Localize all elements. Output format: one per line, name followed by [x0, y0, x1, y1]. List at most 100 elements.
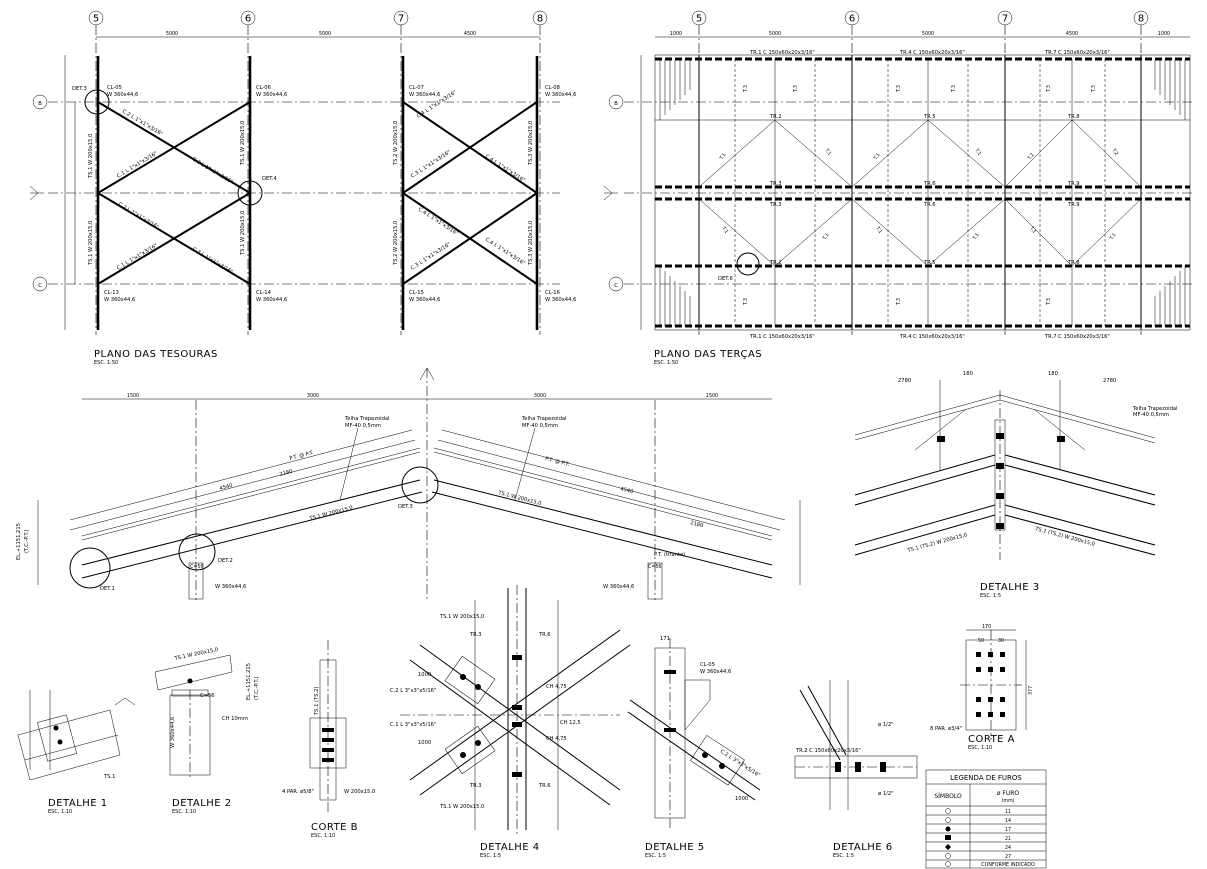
rod-label: T.1 [971, 232, 980, 242]
rod-label: T.3 [1091, 85, 1097, 93]
overhang-dim: 1000 [670, 31, 682, 37]
bracing-label: C.3 L 1"x1"x3/16" [191, 157, 234, 186]
view-title: DETALHE 6 [833, 842, 893, 853]
legend-title: LEGENDA DE FUROS [950, 774, 1022, 782]
column-section: W 360x44,6 [107, 92, 138, 98]
legend-row: 21 [1005, 836, 1011, 842]
d2-level: EL.+1151,215 [246, 663, 252, 700]
section-a: 170 50 30 377 8 PAR. ø3/4" CORTE A ESC. … [930, 624, 1034, 751]
ca-dim: 30 [998, 638, 1004, 644]
bracing-label: C.4 L 1"x1"x3/16" [484, 154, 526, 184]
column-label: CL-06 [256, 85, 271, 91]
purlin-label: TR.9 [1067, 181, 1080, 187]
det4-marker: DET.4 [262, 176, 277, 182]
purlin-label: TR.7 C 150x60x20x3/16" [1044, 334, 1110, 340]
truss-label: TS.2 W 200x15,0 [393, 121, 399, 166]
hole-symbol-icon [945, 861, 951, 867]
det2-marker: DET.2 [218, 558, 233, 564]
view-title: DETALHE 1 [48, 798, 108, 809]
det6-marker: DET.6 [718, 276, 733, 282]
view-scale: ESC. 1:5 [480, 853, 501, 859]
purlin-plan: 5 6 7 8 B C 1000 5000 5000 4500 1000 [603, 10, 1195, 366]
grid-axis-6: 6 [245, 14, 251, 25]
det1-marker: DET.1 [100, 586, 115, 592]
rod-label: T.2 [1026, 152, 1035, 162]
d3-dim: 180 [963, 371, 973, 377]
purlin-label: TR.8 [1067, 260, 1080, 266]
cb-bolts: 4 PAR. ø5/8" [282, 789, 314, 795]
view-scale: ESC. 1:10 [172, 809, 196, 815]
d4-c2: C.2 L 3"x3"x5/16" [390, 688, 436, 694]
column-section: W 360x44,6 [603, 584, 634, 590]
view-title: DETALHE 4 [480, 842, 540, 853]
roof-spec: MF-40 0,5mm [522, 423, 558, 429]
purlin-label: TR.7 C 150x60x20x3/16" [1044, 50, 1110, 56]
rod-label: T.1 [872, 152, 881, 162]
d5-section: W 360x44,6 [700, 669, 731, 675]
purlin-label: TR.4 C 150x60x20x3/16" [899, 334, 965, 340]
rod-label: T.1 [1028, 225, 1037, 235]
d5-dim: 1000 [735, 796, 748, 802]
column-label: CL-08 [545, 85, 560, 91]
cb-beam: W 200x15,0 [344, 789, 375, 795]
d3-dim: 2780 [1103, 378, 1116, 384]
d4-ts: TS.1 W 200x15,0 [439, 804, 484, 810]
d4-dim: 1000 [418, 672, 431, 678]
d4-c1: C.1 L 3"x3"x5/16" [390, 722, 436, 728]
column-section: W 360x44,6 [409, 297, 440, 303]
elev-pt: P.T. @ P.T. [289, 450, 315, 462]
bracing-label: C.3 L 1"x1"x3/16" [410, 241, 452, 271]
span-dim: 5000 [922, 31, 934, 37]
legend-row: 24 [1005, 845, 1011, 851]
detail-5: 171 CL-05 W 360x44,6 C.2 L 3"x3"x5/16" 1… [627, 636, 761, 859]
elev-pt: P.T. @ P.T. [544, 456, 570, 468]
column-section: W 360x44,6 [104, 297, 135, 303]
column-section: W 360x44,6 [256, 92, 287, 98]
elev-dim-inner: 4540 [619, 486, 633, 495]
column-label: CL-13 [104, 290, 119, 296]
purlin-label: TR.9 [1067, 202, 1080, 208]
view-title: PLANO DAS TERÇAS [654, 349, 762, 360]
elev-dim-inner: 2180 [279, 469, 293, 478]
d6-bolt: ø 1/2" [878, 791, 894, 797]
span-dim: 5000 [166, 31, 178, 37]
legend-row: 14 [1005, 818, 1011, 824]
detail-3: 2780 180 180 2780 Telha Trapezoidal MF-4… [854, 371, 1178, 599]
d4-ch2: CH 12,5 [560, 720, 581, 726]
purlin-label: TR.2 [769, 114, 782, 120]
roof-spec: MF-40 0,5mm [345, 423, 381, 429]
view-title: CORTE A [968, 734, 1015, 745]
grid-axis-8: 8 [537, 14, 543, 25]
d4-dim: 1000 [418, 740, 431, 746]
legend-row: 27 [1005, 854, 1011, 860]
hole-symbol-icon [945, 853, 951, 859]
d2-c: C=56 [200, 693, 215, 699]
grid-axis-5: 5 [696, 14, 702, 25]
grid-axis-5: 5 [93, 14, 99, 25]
d3-dim: 2780 [898, 378, 911, 384]
hole-symbol-icon [945, 844, 951, 850]
view-scale: ESC. 1:5 [645, 853, 666, 859]
truss-elevation: 1500 3000 3000 1500 2180 4540 P.T. @ P.T… [16, 367, 801, 600]
grid-axis-B: B [38, 101, 42, 107]
span-dim: 5000 [769, 31, 781, 37]
legend-row: 17 [1005, 827, 1011, 833]
rod-label: T.3 [1046, 298, 1052, 306]
view-scale: ESC. 1:50 [94, 360, 118, 366]
bracing-label: C.1 L 1"x1"x3/16" [116, 151, 159, 180]
elev-dim-inner: 2180 [689, 520, 703, 529]
purlin-label: TR.1 C 150x60x20x3/16" [749, 334, 815, 340]
view-scale: ESC. 1:10 [48, 809, 72, 815]
rod-label: T.1 [821, 232, 830, 242]
span-dim: 4500 [1066, 31, 1078, 37]
view-scale: ESC. 1:50 [654, 360, 678, 366]
grid-axis-C: C [38, 283, 42, 289]
rod-label: T.1 [1108, 232, 1117, 242]
truss-label: TS.2 W 200x15,0 [393, 221, 399, 266]
d4-tr3: TR.3 [469, 632, 482, 638]
d3-member: TS.1 (TS.2) W 200x15,0 [906, 532, 968, 554]
d4-tr3: TR.3 [469, 783, 482, 789]
purlin-label: TR.2 [769, 260, 782, 266]
column-label: CL-05 [107, 85, 122, 91]
rod-label: T.1 [874, 225, 883, 235]
